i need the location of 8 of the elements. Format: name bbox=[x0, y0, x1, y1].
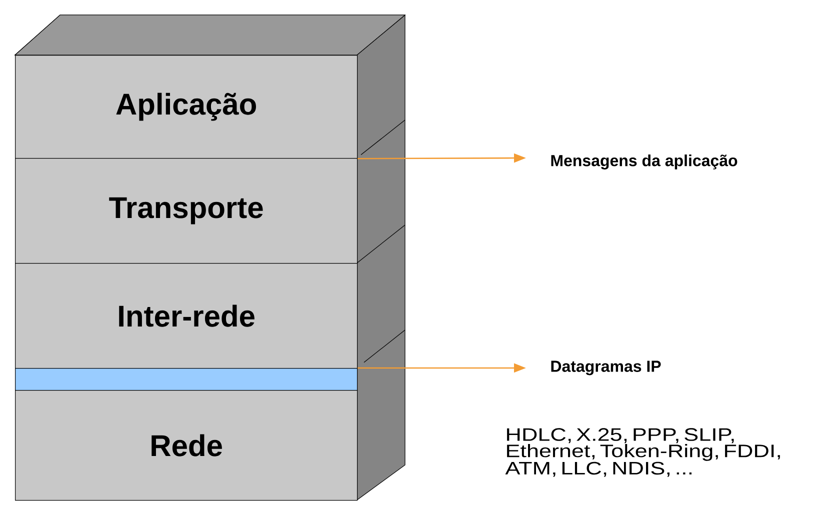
layer-box: Inter-rede bbox=[15, 263, 358, 369]
layer-box: Aplicação bbox=[15, 55, 358, 159]
arrow-label: Mensagens da aplicação bbox=[551, 154, 738, 170]
protocol-list: HDLC, X.25, PPP, SLIP, Ethernet, Token-Ring, FDDI, ATM, LLC, NDIS, ... bbox=[505, 428, 780, 477]
arrow-label: Datagramas IP bbox=[551, 360, 661, 376]
band-strip bbox=[15, 368, 358, 391]
layer-box: Transporte bbox=[15, 158, 358, 264]
layer-box: Rede bbox=[15, 390, 358, 501]
